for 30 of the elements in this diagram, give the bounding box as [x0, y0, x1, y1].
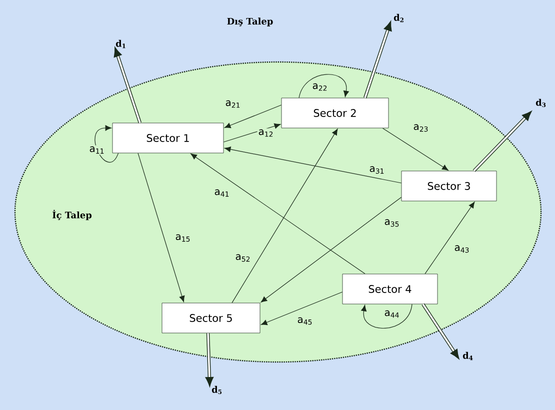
demand-label: d$_{4}$	[462, 352, 473, 360]
demand-label: d$_{3}$	[536, 98, 546, 108]
sector-box: Sector 3	[401, 170, 497, 202]
arrow	[422, 303, 460, 360]
arrow	[472, 110, 532, 172]
arrow	[223, 123, 281, 142]
arrow	[138, 152, 185, 302]
arrow	[424, 202, 475, 274]
arrow	[224, 146, 402, 184]
arrow	[298, 74, 349, 98]
arrow	[205, 333, 214, 388]
arrow	[363, 20, 392, 98]
arrow	[382, 128, 448, 171]
arrow	[114, 46, 142, 124]
demand-label: d$_{5}$	[212, 386, 222, 394]
arrow	[361, 304, 412, 328]
arrow	[260, 292, 343, 326]
sector-box: Sector 5	[162, 302, 260, 334]
arrow	[190, 154, 366, 274]
demand-label: d$_{1}$	[116, 40, 126, 48]
sector-box: Sector 2	[281, 98, 389, 128]
sector-box: Sector 1	[112, 122, 224, 154]
sector-box: Sector 4	[342, 274, 438, 304]
region-label: Dış Talep	[227, 18, 273, 26]
arrow	[232, 128, 338, 304]
arrow	[224, 104, 282, 128]
region-label: İç Talep	[52, 210, 92, 220]
arrow	[94, 125, 119, 162]
arrow	[260, 196, 402, 302]
demand-label: d$_{2}$	[394, 14, 404, 22]
